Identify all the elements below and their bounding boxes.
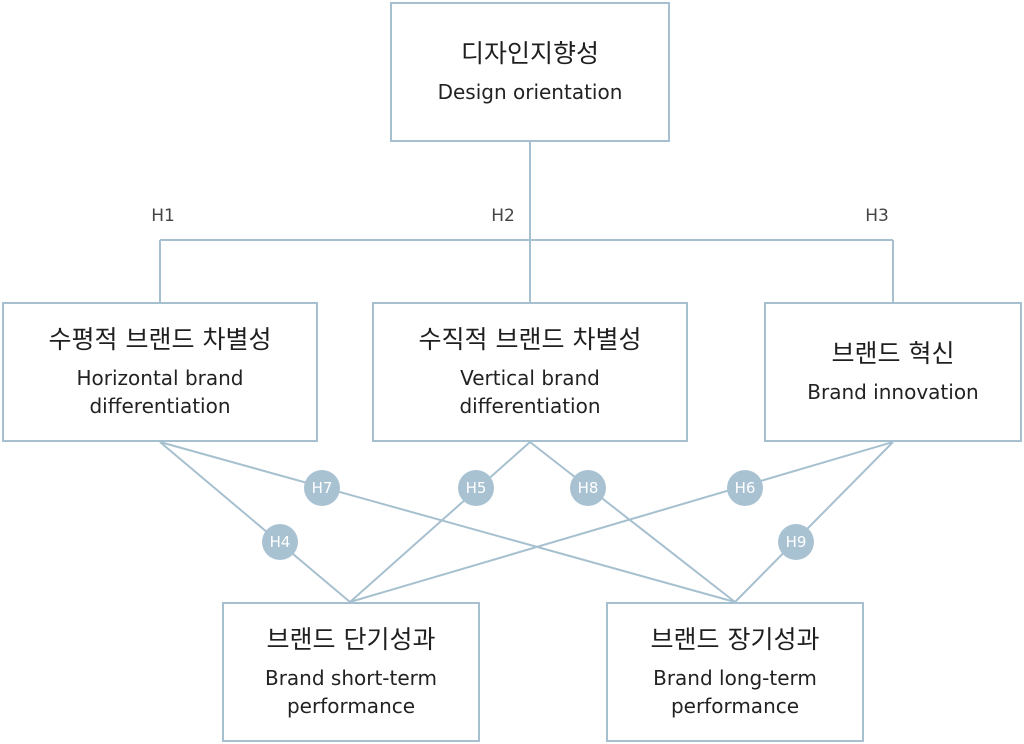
node-korean-label: 수평적 브랜드 차별성 — [48, 325, 272, 355]
node-english-label: Vertical brand differentiation — [459, 365, 601, 418]
hypothesis-label-h3: H3 — [865, 206, 889, 226]
hypothesis-badge-h7: H7 — [304, 470, 340, 506]
node-english-label: Design orientation — [437, 79, 623, 104]
design-orientation-box: 디자인지향성 Design orientation — [390, 2, 670, 142]
hypothesis-badge-h5: H5 — [458, 470, 494, 506]
hypothesis-badge-h8: H8 — [570, 470, 606, 506]
node-korean-label: 수직적 브랜드 차별성 — [418, 325, 642, 355]
hypothesis-label-h2: H2 — [491, 206, 515, 226]
hypothesis-badge-h9: H9 — [778, 524, 814, 560]
hypothesis-label-h1: H1 — [151, 206, 175, 226]
long-term-performance-box: 브랜드 장기성과 Brand long-term performance — [606, 602, 864, 742]
short-term-performance-box: 브랜드 단기성과 Brand short-term performance — [222, 602, 480, 742]
node-english-label: Brand short-term performance — [264, 665, 438, 718]
node-korean-label: 브랜드 장기성과 — [650, 625, 820, 655]
vertical-differentiation-box: 수직적 브랜드 차별성 Vertical brand differentiati… — [372, 302, 688, 442]
node-english-label: Brand innovation — [807, 379, 979, 404]
node-english-label: Brand long-term performance — [653, 665, 817, 718]
hypothesis-badge-h6: H6 — [727, 470, 763, 506]
node-english-label: Horizontal brand differentiation — [76, 365, 244, 418]
node-korean-label: 디자인지향성 — [460, 39, 599, 69]
node-korean-label: 브랜드 혁신 — [831, 339, 955, 369]
brand-innovation-box: 브랜드 혁신 Brand innovation — [764, 302, 1022, 442]
hypothesis-badge-h4: H4 — [262, 524, 298, 560]
horizontal-differentiation-box: 수평적 브랜드 차별성 Horizontal brand differentia… — [2, 302, 318, 442]
node-korean-label: 브랜드 단기성과 — [266, 625, 436, 655]
